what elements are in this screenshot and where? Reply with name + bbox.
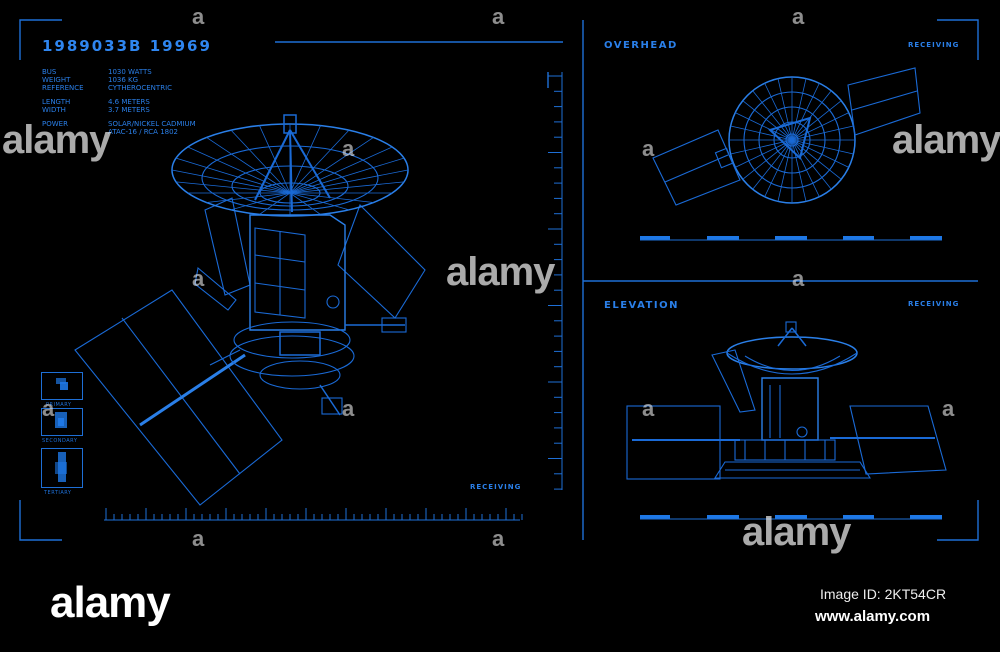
- watermark-letter: a: [642, 136, 655, 161]
- sensor-primary-box: [41, 372, 83, 400]
- watermark-letter: a: [642, 396, 655, 421]
- watermark-letter: a: [342, 396, 355, 421]
- watermark-letter: a: [42, 396, 55, 421]
- footer-url[interactable]: www.alamy.com: [815, 608, 931, 625]
- watermark-letter: a: [192, 266, 205, 291]
- corner-bracket-bottom-right: [937, 500, 979, 541]
- watermark-brand: alamy: [892, 118, 1000, 162]
- elevation-status: RECEIVING: [908, 300, 960, 308]
- watermark-letter: a: [192, 526, 205, 551]
- sensor-tertiary-label: TERTIARY: [44, 490, 72, 496]
- overhead-status: RECEIVING: [908, 41, 960, 49]
- watermark-letter: a: [792, 4, 805, 29]
- spec-row: ATAC-16 / RCA 1802: [108, 128, 179, 136]
- corner-bracket-top-left: [19, 19, 62, 60]
- watermark-letter: a: [492, 526, 505, 551]
- watermark-letter: a: [192, 4, 205, 29]
- elevation-label: ELEVATION: [604, 300, 679, 311]
- sensor-secondary-label: SECONDARY: [42, 438, 78, 444]
- watermark-letter: a: [492, 4, 505, 29]
- footer-logo: alamy: [50, 578, 171, 627]
- watermark-brand: alamy: [742, 510, 851, 554]
- watermark-brand: alamy: [2, 118, 111, 162]
- watermark-letter: a: [792, 266, 805, 291]
- horizontal-ruler: [104, 508, 523, 521]
- watermark-letter: a: [942, 396, 955, 421]
- sensor-secondary-box: [41, 408, 83, 436]
- watermark-brand: alamy: [446, 250, 555, 294]
- spacecraft-elevation-wireframe: [626, 321, 947, 480]
- vertical-ruler: [548, 72, 563, 490]
- footer-image-id: Image ID: 2KT54CR: [820, 586, 947, 602]
- sensor-tertiary-box: [41, 448, 83, 488]
- corner-bracket-top-right: [937, 19, 979, 60]
- main-status: RECEIVING: [470, 483, 522, 491]
- corner-bracket-bottom-left: [19, 500, 62, 541]
- overhead-label: OVERHEAD: [604, 40, 678, 51]
- satellite-designation: 1989033B 19969: [42, 37, 212, 55]
- spacecraft-iso-wireframe: [74, 114, 426, 506]
- sensor-blobs: [55, 378, 68, 482]
- spacecraft-overhead-wireframe: [652, 67, 921, 206]
- watermark-letter: a: [342, 136, 355, 161]
- sensor-primary-label: PRIMARY: [46, 402, 72, 408]
